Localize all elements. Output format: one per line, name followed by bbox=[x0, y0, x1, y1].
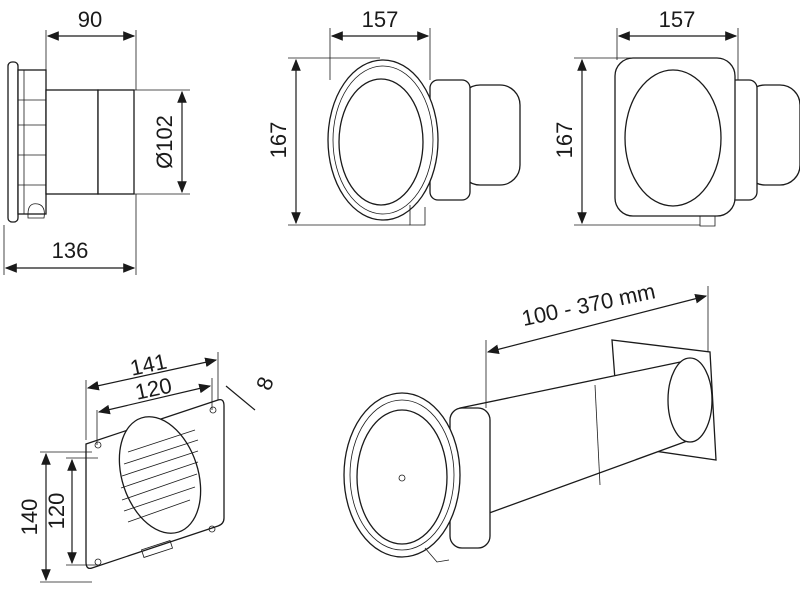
square-cover-view: 157 167 bbox=[552, 7, 800, 227]
round-height-label: 167 bbox=[266, 122, 291, 159]
sleeve-length-label: 100 - 370 mm bbox=[519, 278, 657, 331]
round-cover-view: 157 167 bbox=[266, 7, 521, 226]
side-depth-label: 90 bbox=[78, 7, 102, 32]
side-view: 90 136 Ø102 bbox=[3, 7, 190, 275]
side-length-label: 136 bbox=[52, 238, 89, 263]
grille-thickness-label: 8 bbox=[251, 373, 279, 393]
square-height-label: 167 bbox=[552, 122, 577, 159]
grille-outer-height-label: 140 bbox=[17, 499, 42, 536]
grille-view: 141 120 8 140 120 bbox=[17, 349, 279, 583]
square-width-label: 157 bbox=[659, 7, 696, 32]
wall-sleeve-view: 100 - 370 mm bbox=[343, 278, 717, 563]
grille-louvers bbox=[120, 429, 199, 523]
round-width-label: 157 bbox=[362, 7, 399, 32]
side-diameter-label: Ø102 bbox=[152, 115, 177, 169]
grille-inner-height-label: 120 bbox=[44, 493, 69, 530]
